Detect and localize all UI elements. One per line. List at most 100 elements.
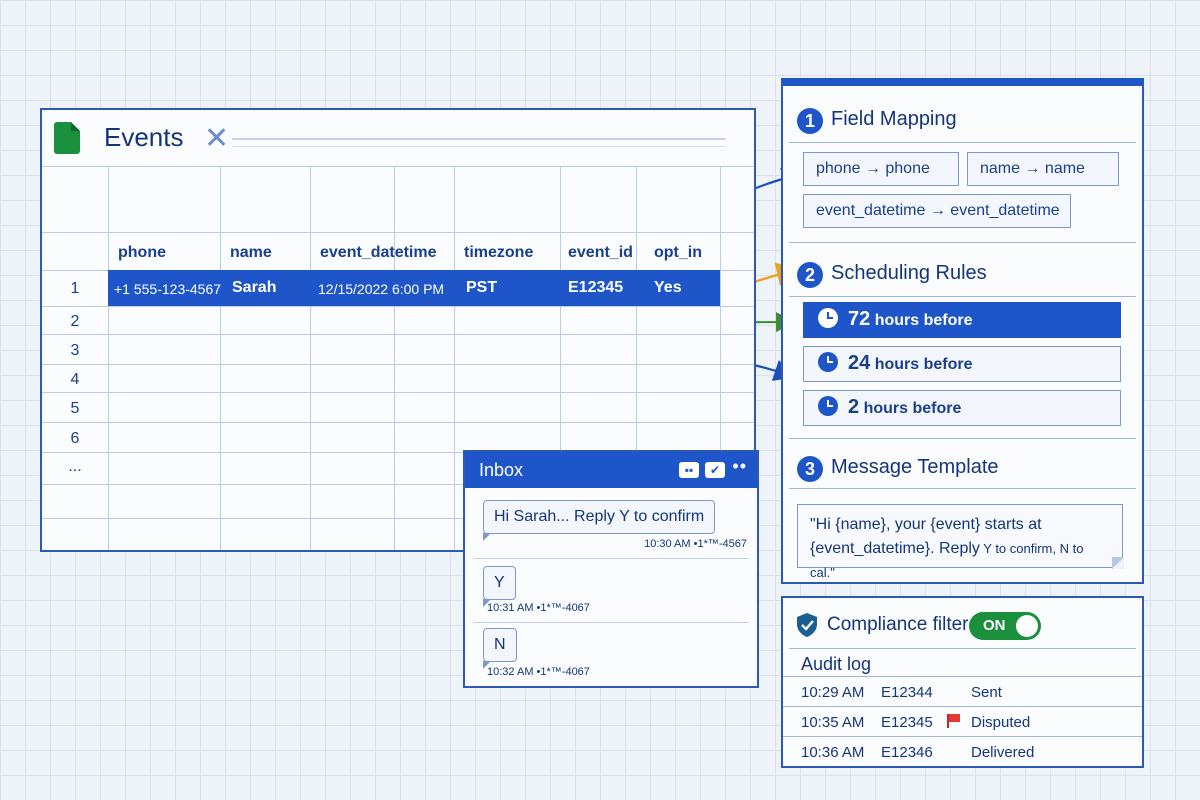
column-header-name[interactable]: name [230,244,272,261]
log-time: 10:36 AM [801,744,865,761]
log-status: Delivered [971,744,1035,761]
rule-hours: 2 [848,396,860,418]
inbox-title: Inbox [479,460,524,480]
grid-line [42,232,754,233]
table-row-selected[interactable] [108,270,720,306]
divider [783,736,1142,737]
step-number: 1 [797,108,823,134]
divider [789,296,1136,297]
step-title: Message Template [831,456,999,478]
grid-line [220,166,221,550]
more-icon[interactable]: •• [732,456,747,476]
template-text: Y to confirm, N to cal." [810,541,1084,580]
rule-label: hours before [874,356,973,373]
compliance-title: Compliance filter [827,614,969,635]
step-title: Scheduling Rules [831,262,987,284]
divider [783,676,1142,677]
audit-log-row[interactable]: 10:29 AM E12344 Sent [783,678,1142,706]
log-time: 10:29 AM [801,684,865,701]
grid-line [42,166,754,167]
message-meta: 10:30 AM •1*™-4567 [644,538,747,550]
cell-name[interactable]: Sarah [232,279,277,296]
row-number[interactable]: 3 [70,342,80,359]
grid-line [42,392,754,393]
divider [473,558,749,559]
message-template-box[interactable]: "Hi {name}, your {event} starts at {even… [797,504,1124,580]
minimize-icon[interactable]: ▪▪ [679,462,699,478]
divider [789,438,1136,439]
cell-event-datetime[interactable]: 12/15/2022 6:00 PM [318,281,445,297]
clock-icon [818,352,838,372]
shield-check-icon [797,613,817,637]
title-divider [232,138,726,140]
rule-label: hours before [874,312,973,329]
message-bubble[interactable]: N [483,628,517,669]
message-bubble[interactable]: Hi Sarah... Reply Y to confirm [483,500,716,541]
grid-line [42,518,754,519]
grid-line [42,422,754,423]
audit-log-row[interactable]: 10:36 AM E12346 Delivered [783,738,1142,766]
column-header-phone[interactable]: phone [118,244,166,261]
compliance-toggle[interactable]: ON [969,612,1041,640]
column-header-opt-in[interactable]: opt_in [654,244,702,261]
grid-line [720,166,721,550]
rule-hours: 24 [848,352,871,374]
step-field-mapping: 1 Field Mapping [797,108,957,134]
message-bubble[interactable]: Y [483,566,516,607]
toggle-knob [1016,615,1038,637]
divider [473,622,749,623]
grid-line [636,166,637,550]
rule-2-hours[interactable]: 2 hours before [803,390,1121,426]
template-line: {event_datetime}. Reply Y to confirm, N … [810,537,1110,585]
grid-line [42,334,754,335]
row-number[interactable]: 2 [70,313,80,330]
mapping-chip-phone[interactable]: phone → phone [803,152,959,186]
log-event-id: E12346 [881,744,933,761]
grid-line [42,364,754,365]
column-header-timezone[interactable]: timezone [464,244,534,261]
cell-event-id[interactable]: E12345 [568,279,624,296]
mapping-chip-event-datetime[interactable]: event_datetime → event_datetime [803,194,1071,228]
row-number[interactable]: 5 [70,400,80,417]
sheets-doc-icon [54,122,80,154]
row-number: ... [68,458,82,475]
divider [783,706,1142,707]
row-number[interactable]: 4 [70,371,80,388]
row-number[interactable]: 6 [70,430,80,447]
inbox-titlebar: Inbox ▪▪ ✔ •• [465,452,757,488]
cell-opt-in[interactable]: Yes [654,279,682,296]
audit-log-row[interactable]: 10:35 AM E12345 Disputed [783,708,1142,736]
flag-icon [943,714,960,731]
compliance-panel: Compliance filter ON Audit log 10:29 AM … [781,596,1144,768]
inbox-window: Inbox ▪▪ ✔ •• Hi Sarah... Reply Y to con… [463,450,759,688]
grid-line [310,166,311,550]
close-icon[interactable]: ✕ [204,122,230,155]
check-icon[interactable]: ✔ [705,462,725,478]
mapping-chip-name[interactable]: name → name [967,152,1119,186]
divider [789,648,1136,649]
grid-line [42,306,754,307]
column-header-event-datetime[interactable]: event_datetime [320,244,437,261]
grid-line [42,452,754,453]
cell-phone[interactable]: +1 555-123-4567 [114,281,222,297]
log-time: 10:35 AM [801,714,865,731]
divider [789,142,1136,143]
toggle-label: ON [983,617,1006,634]
grid-line [394,166,395,550]
step-title: Field Mapping [831,108,957,130]
rule-hours: 72 [848,308,871,330]
sheet-titlebar: Events ✕ [42,110,754,166]
log-event-id: E12345 [881,714,933,731]
grid-line [560,166,561,550]
clock-icon [818,308,838,328]
grid-line [42,484,754,485]
row-number[interactable]: 1 [70,280,80,297]
grid-line [108,166,109,550]
rule-24-hours[interactable]: 24 hours before [803,346,1121,382]
config-panel: 1 Field Mapping phone → phone name → name… [781,78,1144,584]
column-header-event-id[interactable]: event_id [568,244,633,261]
template-line: "Hi {name}, your {event} starts at [810,516,1042,533]
rule-72-hours[interactable]: 72 hours before [803,302,1121,338]
cell-timezone[interactable]: PST [466,279,498,296]
